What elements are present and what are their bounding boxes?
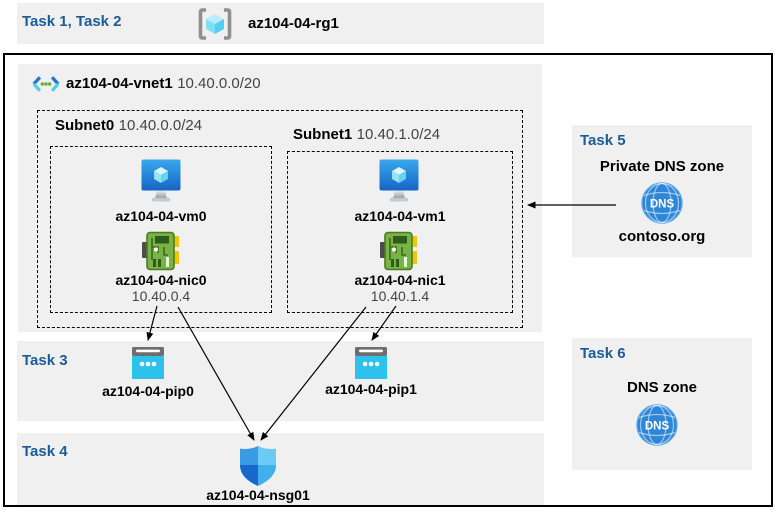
nic0-name: az104-04-nic0 bbox=[115, 272, 207, 288]
task-6-panel: Task 6 DNS zone DNS bbox=[572, 338, 752, 470]
nic0-ip: 10.40.0.4 bbox=[131, 288, 191, 304]
task-5-panel: Task 5 Private DNS zone DNS contoso.org bbox=[572, 125, 752, 257]
vm0-name: az104-04-vm0 bbox=[115, 208, 207, 224]
private-dns-zone-name: contoso.org bbox=[618, 228, 706, 245]
task-1-2-label: Task 1, Task 2 bbox=[22, 13, 122, 30]
virtual-network-icon bbox=[32, 71, 60, 97]
vnet-cidr: 10.40.0.0/20 bbox=[177, 75, 261, 92]
nic1-ip: 10.40.1.4 bbox=[370, 288, 430, 304]
subnet0-box: az104-04-vm0 az104-04-nic0 10.40.0.4 bbox=[50, 146, 272, 313]
task-3-label: Task 3 bbox=[22, 352, 68, 369]
subnet1-box: az104-04-vm1 az104-04-nic1 10.40.1.4 bbox=[287, 151, 513, 313]
task-6-label: Task 6 bbox=[580, 345, 626, 362]
task-1-2-band: Task 1, Task 2 az104-04-rg1 bbox=[17, 3, 544, 44]
nic1-name: az104-04-nic1 bbox=[354, 272, 446, 288]
dns-zone-icon: DNS bbox=[636, 404, 678, 446]
dns-zone-title: DNS zone bbox=[626, 379, 697, 396]
subnet1-name: Subnet1 bbox=[293, 126, 353, 143]
vm0-icon bbox=[141, 159, 181, 204]
subnet1-title: Subnet1 10.40.1.0/24 bbox=[293, 126, 440, 144]
pip1-icon bbox=[355, 347, 387, 379]
nic1-icon bbox=[380, 231, 418, 271]
vm1-icon bbox=[379, 159, 419, 204]
pip1-name: az104-04-pip1 bbox=[325, 381, 417, 397]
subnet0-name: Subnet0 bbox=[55, 117, 115, 134]
pip0-icon bbox=[132, 347, 164, 379]
dns-badge-text: DNS bbox=[650, 199, 675, 211]
subnet0-title: Subnet0 10.40.0.0/24 bbox=[55, 117, 202, 135]
subnet1-cidr: 10.40.1.0/24 bbox=[356, 126, 441, 143]
private-dns-zone-icon: DNS bbox=[641, 182, 683, 224]
resource-group-icon bbox=[196, 7, 234, 41]
pip0-name: az104-04-pip0 bbox=[102, 383, 194, 399]
vm1-name: az104-04-vm1 bbox=[354, 208, 446, 224]
task-4-label: Task 4 bbox=[22, 443, 68, 460]
nic0-icon bbox=[142, 231, 180, 271]
nsg-name: az104-04-nsg01 bbox=[206, 487, 310, 503]
task-5-label: Task 5 bbox=[580, 132, 626, 149]
task-4-band: Task 4 az104-04-nsg01 bbox=[17, 433, 544, 505]
task-3-band: Task 3 az104-04-pip0 az104-04-pip1 bbox=[17, 341, 544, 421]
vnet-title: az104-04-vnet1 10.40.0.0/20 bbox=[66, 75, 261, 93]
private-dns-zone-title: Private DNS zone bbox=[599, 158, 725, 175]
subnet0-cidr: 10.40.0.0/24 bbox=[118, 117, 203, 134]
dns-badge-text: DNS bbox=[645, 421, 670, 433]
nsg-shield-icon bbox=[240, 446, 276, 486]
vnet-name: az104-04-vnet1 bbox=[66, 75, 173, 92]
vnet-panel: az104-04-vnet1 10.40.0.0/20 Subnet0 10.4… bbox=[18, 64, 542, 332]
resource-group-name: az104-04-rg1 bbox=[248, 15, 339, 32]
